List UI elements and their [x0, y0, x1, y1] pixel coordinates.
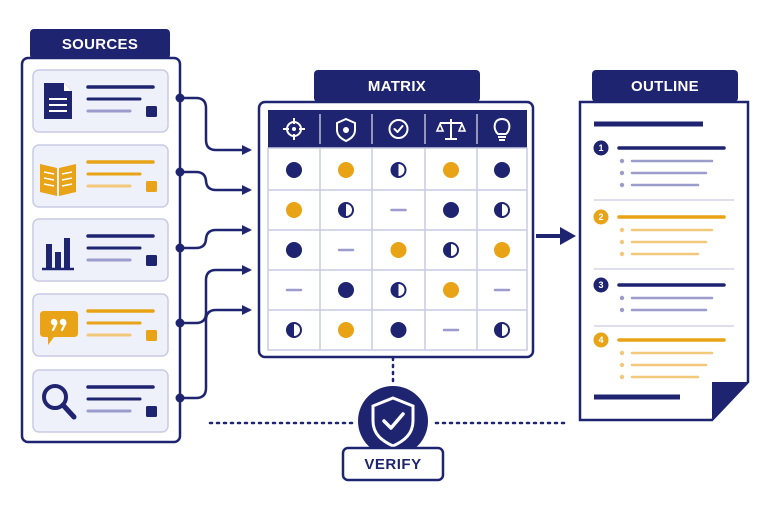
- source-card: [32, 69, 169, 133]
- outline-label-box: [592, 70, 738, 102]
- outline-section: 4: [593, 332, 726, 380]
- connector-arrow: [175, 305, 252, 403]
- source-card: [32, 369, 169, 433]
- verify-label-box: [341, 446, 445, 482]
- connector-arrow: [175, 167, 252, 195]
- matrix-cell-navy-dot: [443, 202, 459, 218]
- connector-arrow: [175, 225, 252, 253]
- source-tag: [146, 255, 157, 266]
- matrix-cell-half-dot: [443, 242, 459, 258]
- source-tag: [146, 330, 157, 341]
- source-card: [32, 218, 169, 282]
- verify-shield-icon: [371, 396, 415, 448]
- outline-panel: OUTLINE 1 2 3 4: [578, 70, 750, 422]
- source-card: [32, 293, 169, 357]
- matrix-cell-half-dot: [494, 202, 510, 218]
- verify-label: VERIFY: [364, 456, 421, 473]
- balance-scale-icon: [435, 119, 467, 140]
- source-connectors: [175, 93, 252, 403]
- sources-label: SOURCES: [62, 36, 138, 53]
- lightbulb-icon: [493, 117, 511, 141]
- outline-section: 2: [593, 209, 734, 270]
- section-number: 2: [598, 212, 603, 222]
- connector-arrow: [175, 265, 252, 328]
- matrix-cell-half-dot: [338, 202, 354, 218]
- matrix-cell-navy-dot: [286, 242, 302, 258]
- document-icon: [44, 83, 72, 119]
- outline-section: 1: [593, 140, 734, 201]
- matrix-cell-gold-dot: [338, 162, 354, 178]
- matrix-to-outline-arrow: [536, 227, 576, 245]
- source-card: [32, 144, 169, 208]
- source-tag: [146, 406, 157, 417]
- matrix-cell-gold-dot: [443, 162, 459, 178]
- outline-sections: 1 2 3 4: [593, 121, 734, 400]
- matrix-cell-gold-dot: [443, 282, 459, 298]
- sources-panel: SOURCES: [20, 29, 182, 444]
- magnifier-icon: [42, 384, 77, 420]
- matrix-cell-navy-dot: [338, 282, 354, 298]
- matrix-cell-half-dot: [390, 162, 407, 178]
- matrix-cell-half-dot: [390, 282, 407, 298]
- section-number-badge: [593, 140, 609, 156]
- sources-label-box: [30, 29, 170, 59]
- matrix-cell-navy-dot: [286, 162, 302, 178]
- matrix-cell-navy-dot: [494, 162, 510, 178]
- matrix-cell-gold-dot: [494, 242, 510, 258]
- matrix-grid: [267, 110, 528, 351]
- bar-chart-icon: [42, 238, 74, 271]
- source-card-list: [32, 69, 169, 433]
- outline-section: 3: [593, 277, 734, 327]
- matrix-header-row: [268, 110, 527, 148]
- section-number: 3: [598, 280, 603, 290]
- target-icon: [283, 118, 305, 140]
- verify-area: VERIFY: [208, 356, 568, 482]
- section-number: 1: [598, 143, 603, 153]
- matrix-label: MATRIX: [368, 78, 426, 95]
- matrix-label-box: [314, 70, 480, 102]
- shield-icon: [336, 117, 356, 143]
- matrix-cell-half-dot: [494, 322, 510, 338]
- matrix-panel: MATRIX: [257, 70, 535, 359]
- check-circle-icon: [388, 119, 409, 139]
- open-book-icon: [40, 164, 76, 196]
- section-number-badge: [593, 332, 609, 348]
- matrix-cell-gold-dot: [338, 322, 354, 338]
- outline-label: OUTLINE: [631, 78, 699, 95]
- matrix-cell-navy-dot: [390, 322, 407, 338]
- section-number: 4: [598, 335, 603, 345]
- matrix-cell-gold-dot: [286, 202, 302, 218]
- connector-arrow: [175, 93, 252, 155]
- section-number-badge: [593, 277, 609, 293]
- matrix-cell-half-dot: [286, 322, 302, 338]
- matrix-cell-gold-dot: [390, 242, 407, 258]
- source-tag: [146, 181, 157, 192]
- quote-bubble-icon: [40, 311, 78, 345]
- source-tag: [146, 106, 157, 117]
- page-curl: [712, 382, 748, 420]
- section-number-badge: [593, 209, 609, 225]
